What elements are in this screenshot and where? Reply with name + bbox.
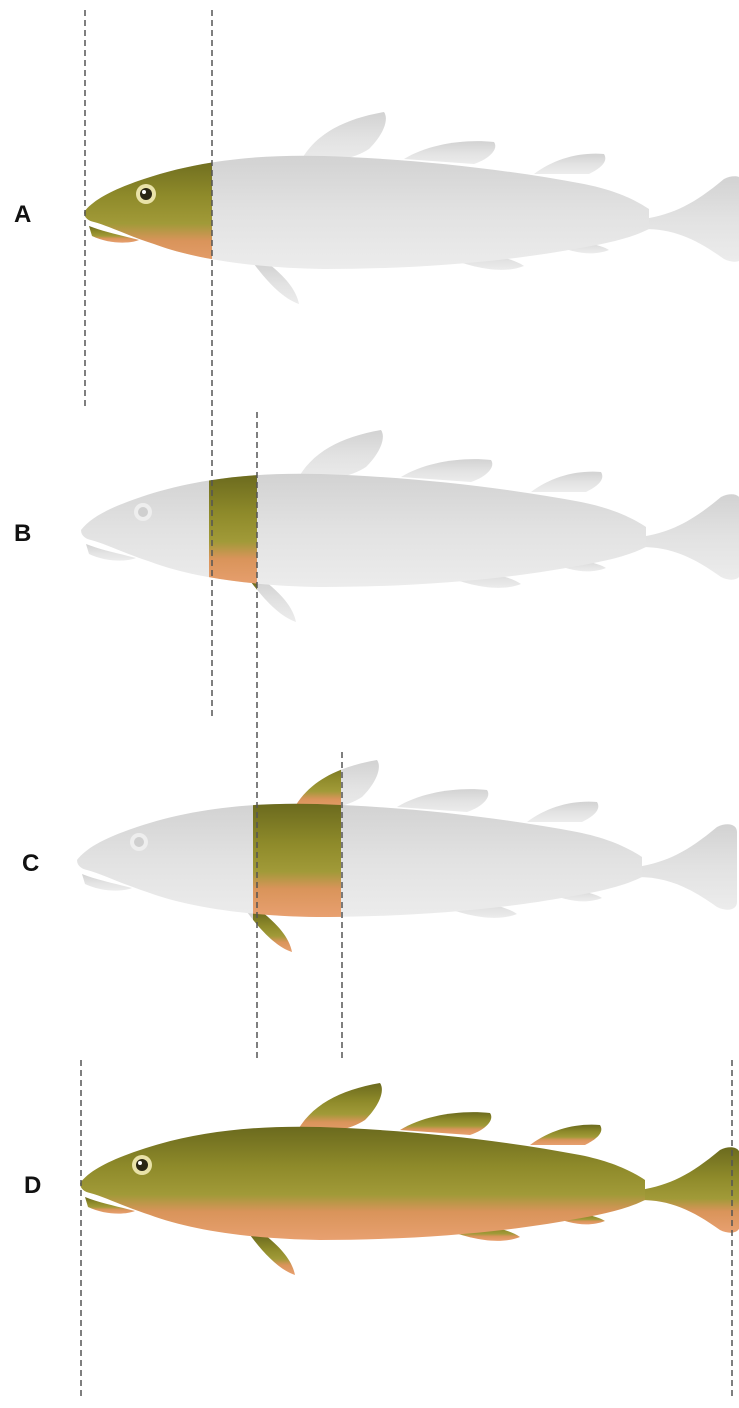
panel-a-fish bbox=[84, 112, 739, 304]
panel-d-fish bbox=[80, 1083, 739, 1275]
panel-b-fish bbox=[81, 430, 739, 622]
panel-label-d: D bbox=[24, 1174, 41, 1198]
panel-label-a: A bbox=[14, 203, 31, 227]
panel-label-c: C bbox=[22, 852, 39, 876]
panel-label-b: B bbox=[14, 522, 31, 546]
panel-c-fish bbox=[77, 760, 737, 952]
